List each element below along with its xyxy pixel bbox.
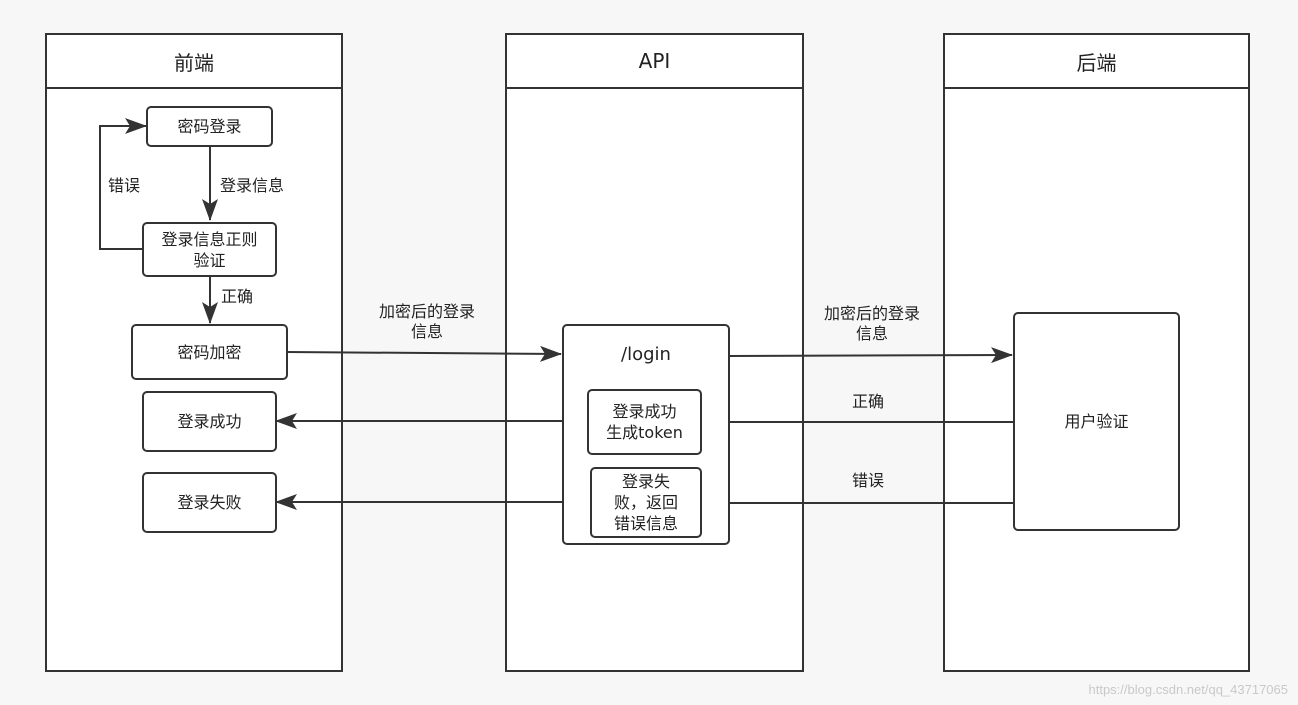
- edge-label-encrypted-to-backend-2: 信息: [855, 324, 888, 343]
- lane-backend-title: 后端: [945, 35, 1248, 89]
- node-api-success-label-2: 生成token: [606, 423, 683, 442]
- node-user-verify: 用户验证: [1013, 312, 1180, 531]
- node-api-login-label: /login: [621, 344, 671, 365]
- node-encrypt: 密码加密: [131, 324, 288, 380]
- lane-frontend-title: 前端: [47, 35, 341, 89]
- edge-label-login-info: 登录信息: [220, 176, 285, 195]
- node-api-fail-label-1: 登录失: [621, 472, 670, 491]
- edge-label-encrypted-to-api-1: 加密后的登录: [378, 302, 475, 321]
- node-password-login-label: 密码登录: [177, 117, 242, 136]
- edge-label-encrypted-to-api: 加密后的登录 信息: [372, 302, 482, 342]
- node-regex-check: 登录信息正则 验证: [142, 222, 277, 277]
- node-api-success-label-1: 登录成功: [612, 402, 677, 421]
- edge-label-correct-down: 正确: [221, 287, 254, 306]
- node-regex-check-label-2: 验证: [193, 250, 226, 270]
- node-login-fail: 登录失败: [142, 472, 277, 533]
- node-api-fail-label-2: 败，返回: [613, 493, 678, 512]
- edge-label-encrypted-to-backend-1: 加密后的登录: [823, 304, 920, 323]
- edge-label-error-loop: 错误: [108, 176, 141, 195]
- node-login-success-label: 登录成功: [177, 412, 242, 431]
- edge-encrypt-to-api: [286, 345, 562, 362]
- node-regex-check-label-1: 登录信息正则: [161, 229, 258, 249]
- node-api-success: 登录成功 生成token: [587, 389, 702, 455]
- edge-label-backend-error: 错误: [852, 471, 885, 490]
- node-encrypt-label: 密码加密: [177, 342, 242, 362]
- lane-api-title: API: [507, 35, 802, 89]
- node-password-login: 密码登录: [146, 106, 273, 147]
- node-api-fail: 登录失 败，返回 错误信息: [590, 467, 702, 538]
- edge-api-to-backend: [728, 347, 1013, 364]
- node-user-verify-label: 用户验证: [1064, 412, 1129, 431]
- edge-label-encrypted-to-backend: 加密后的登录 信息: [817, 304, 927, 344]
- node-login-success: 登录成功: [142, 391, 277, 452]
- watermark: https://blog.csdn.net/qq_43717065: [1088, 682, 1289, 697]
- node-login-fail-label: 登录失败: [177, 493, 242, 512]
- node-api-fail-label-3: 错误信息: [613, 514, 678, 533]
- edge-label-backend-correct: 正确: [852, 392, 885, 411]
- edge-label-encrypted-to-api-2: 信息: [410, 322, 443, 341]
- edge-error-loop: [99, 118, 147, 250]
